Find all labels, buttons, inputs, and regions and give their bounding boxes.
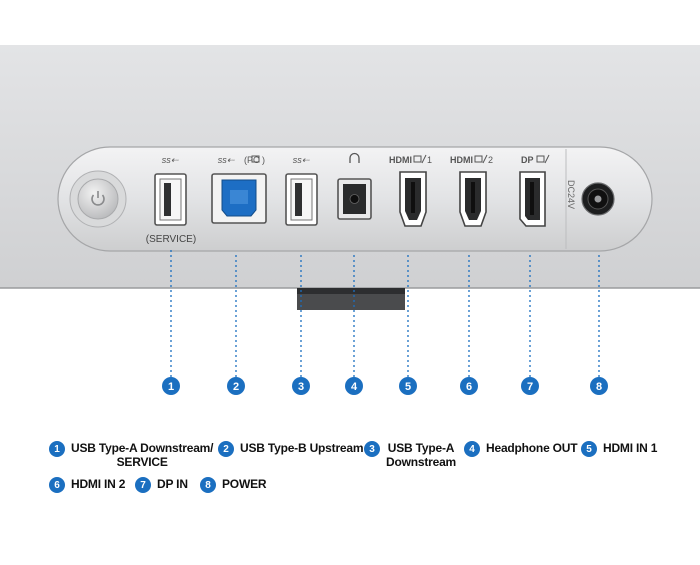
callout-badge: 2	[227, 377, 245, 395]
usb-b-upstream-port	[211, 173, 267, 224]
pc-monitor-icon: )	[251, 155, 265, 165]
svg-text:5: 5	[405, 381, 411, 393]
usb-a-service-port	[154, 173, 187, 226]
callout-lines	[170, 250, 600, 377]
power-icon	[91, 191, 105, 206]
callout-badge: 6	[460, 377, 478, 395]
svg-text:): )	[262, 155, 265, 165]
callout-badge: 7	[521, 377, 539, 395]
usb-a-downstream-port	[285, 173, 318, 226]
hdmi2-number: 2	[488, 155, 493, 165]
service-label: (SERVICE)	[146, 234, 196, 245]
dp-pc-icon	[536, 154, 550, 164]
headphone-icon	[349, 152, 360, 163]
hdmi-in-2-port	[459, 171, 487, 227]
hdmi2-label: HDMI	[450, 155, 473, 165]
hdmi-in-1-port	[399, 171, 427, 227]
callout-badge: 3	[292, 377, 310, 395]
usb-symbol-1: ss⇠	[162, 155, 179, 165]
usb-symbol-3: ss⇠	[293, 155, 310, 165]
dp-in-port	[519, 171, 546, 227]
dc-voltage-label: DC24V	[566, 180, 576, 209]
dp-label: DP	[521, 155, 534, 165]
callout-badge: 5	[399, 377, 417, 395]
callout-badge: 8	[590, 377, 608, 395]
hdmi1-number: 1	[427, 155, 432, 165]
hdmi1-label: HDMI	[389, 155, 412, 165]
svg-text:6: 6	[466, 381, 472, 393]
power-button[interactable]	[69, 170, 127, 228]
svg-text:8: 8	[596, 381, 602, 393]
power-in-port	[581, 182, 615, 216]
svg-text:4: 4	[351, 381, 358, 393]
callout-badge: 1	[162, 377, 180, 395]
svg-text:7: 7	[527, 381, 533, 393]
hdmi1-pc-icon	[413, 154, 427, 164]
svg-text:1: 1	[168, 381, 174, 393]
svg-text:3: 3	[298, 381, 304, 393]
callout-badge: 4	[345, 377, 363, 395]
svg-text:2: 2	[233, 381, 239, 393]
hdmi2-pc-icon	[474, 154, 488, 164]
usb-symbol-2: ss⇠	[218, 155, 235, 165]
headphone-port	[337, 178, 372, 220]
